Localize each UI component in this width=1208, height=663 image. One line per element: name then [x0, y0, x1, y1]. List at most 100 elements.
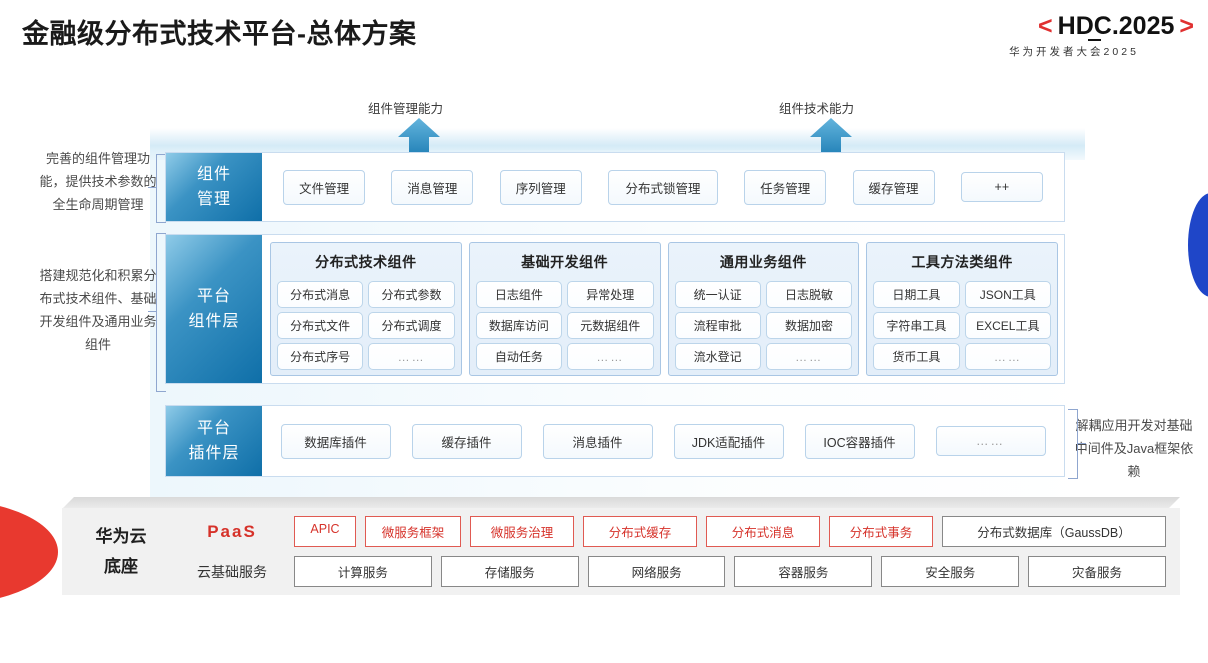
paas-item-distributed-cache[interactable]: 分布式缓存 [583, 516, 697, 547]
chip-message-management[interactable]: 消息管理 [391, 169, 474, 205]
layer-body-component-management: 文件管理 消息管理 序列管理 分布式锁管理 任务管理 缓存管理 ++ [262, 153, 1064, 221]
cell-metadata-component[interactable]: 元数据组件 [567, 312, 654, 339]
cell-process-approval[interactable]: 流程审批 [674, 312, 761, 339]
cloud-basic-services-row: 云基础服务 计算服务 存储服务 网络服务 容器服务 安全服务 灾备服务 [180, 556, 1166, 587]
hdc-bracket-left-icon: < [1038, 12, 1053, 40]
paas-item-microservice-governance[interactable]: 微服务治理 [470, 516, 574, 547]
layer-label-line1: 平台 [196, 420, 231, 437]
cell-distributed-file[interactable]: 分布式文件 [277, 312, 364, 339]
cell-distributed-parameter[interactable]: 分布式参数 [368, 281, 455, 308]
chip-cache-management[interactable]: 缓存管理 [852, 169, 935, 205]
cell-distributed-message[interactable]: 分布式消息 [277, 281, 364, 308]
chip-ioc-container-plugin[interactable]: IOC容器插件 [804, 423, 915, 459]
layer-platform-component: 平台 组件层 分布式技术组件 分布式消息 分布式参数 分布式文件 分布式调度 分… [165, 234, 1065, 384]
group-basic-development-components: 基础开发组件 日志组件 异常处理 数据库访问 元数据组件 自动任务 …… [468, 242, 661, 376]
chip-message-plugin[interactable]: 消息插件 [542, 423, 653, 459]
cell-distributed-sequence[interactable]: 分布式序号 [277, 343, 364, 370]
bracket-left-platform-components [156, 233, 166, 392]
layer-label-line2: 插件层 [188, 445, 240, 462]
chip-file-management[interactable]: 文件管理 [283, 169, 366, 205]
cell-transaction-registry[interactable]: 流水登记 [674, 343, 761, 370]
huawei-cloud-base-title: 华为云 底座 [62, 522, 180, 582]
layer-label-line1: 组件 [196, 166, 231, 183]
group-title: 通用业务组件 [719, 254, 807, 270]
cell-date-tool[interactable]: 日期工具 [873, 281, 960, 308]
chip-list-component-management: 文件管理 消息管理 序列管理 分布式锁管理 任务管理 缓存管理 ++ [262, 169, 1064, 205]
cloud-service-network[interactable]: 网络服务 [587, 556, 726, 587]
page-title: 金融级分布式技术平台-总体方案 [22, 19, 417, 49]
bracket-tick-platform-components [148, 311, 157, 313]
paas-item-microservice-framework[interactable]: 微服务框架 [365, 516, 461, 547]
chip-distributed-lock-management[interactable]: 分布式锁管理 [607, 169, 718, 205]
cell-json-tool[interactable]: JSON工具 [964, 281, 1051, 308]
chip-sequence-management[interactable]: 序列管理 [499, 169, 582, 205]
up-arrow-icon-component-technology [810, 118, 852, 166]
hdc-logo-text: HDC.2025 [1057, 12, 1175, 41]
cell-log-desensitization[interactable]: 日志脱敏 [765, 281, 853, 308]
huawei-cloud-base-title-line1: 华为云 [95, 526, 147, 546]
red-wedge-decoration [0, 500, 58, 604]
paas-row-label: PaaS [207, 521, 257, 541]
layer-label-line2: 管理 [196, 191, 231, 208]
hdc-logo-subtitle: 华为开发者大会2025 [1009, 46, 1139, 58]
cell-data-encryption[interactable]: 数据加密 [765, 312, 853, 339]
cloud-service-security[interactable]: 安全服务 [881, 556, 1020, 587]
cell-excel-tool[interactable]: EXCEL工具 [964, 312, 1051, 339]
layer-label-component-management: 组件 管理 [166, 153, 262, 221]
cell-more[interactable]: …… [964, 343, 1051, 370]
cloud-basic-services-label: 云基础服务 [197, 563, 267, 580]
paas-item-distributed-message[interactable]: 分布式消息 [706, 516, 820, 547]
arrow-label-component-technology: 组件技术能力 [779, 102, 855, 116]
paas-item-distributed-transaction[interactable]: 分布式事务 [829, 516, 933, 547]
cell-more[interactable]: …… [765, 343, 853, 370]
chip-cache-plugin[interactable]: 缓存插件 [411, 423, 522, 459]
layer-component-management: 组件 管理 文件管理 消息管理 序列管理 分布式锁管理 任务管理 缓存管理 ++ [165, 152, 1065, 222]
cell-database-access[interactable]: 数据库访问 [475, 312, 563, 339]
cell-exception-handling[interactable]: 异常处理 [567, 281, 654, 308]
blue-circle-decoration [1188, 193, 1208, 297]
bracket-left-component-management [156, 154, 166, 223]
cloud-service-storage[interactable]: 存储服务 [440, 556, 579, 587]
cell-unified-authentication[interactable]: 统一认证 [674, 281, 761, 308]
paas-item-list: APIC 微服务框架 微服务治理 分布式缓存 分布式消息 分布式事务 分布式数据… [294, 516, 1166, 547]
chip-database-plugin[interactable]: 数据库插件 [280, 423, 391, 459]
huawei-cloud-base-title-line2: 底座 [104, 556, 138, 576]
group-tool-method-components: 工具方法类组件 日期工具 JSON工具 字符串工具 EXCEL工具 货币工具 …… [866, 242, 1058, 376]
group-title: 基础开发组件 [521, 254, 609, 270]
cell-more[interactable]: …… [567, 343, 654, 370]
cloud-service-container[interactable]: 容器服务 [734, 556, 873, 587]
cell-distributed-schedule[interactable]: 分布式调度 [368, 312, 455, 339]
group-grid: 分布式消息 分布式参数 分布式文件 分布式调度 分布式序号 …… [277, 281, 455, 370]
layer-platform-plugin: 平台 插件层 数据库插件 缓存插件 消息插件 JDK适配插件 IOC容器插件 …… [165, 405, 1065, 477]
cell-string-tool[interactable]: 字符串工具 [873, 312, 960, 339]
chip-more[interactable]: …… [935, 426, 1046, 456]
layer-label-platform-plugin: 平台 插件层 [166, 406, 262, 476]
chip-jdk-adapter-plugin[interactable]: JDK适配插件 [673, 423, 784, 459]
paas-item-apic[interactable]: APIC [294, 516, 356, 547]
bracket-tick-plugin-layer [1077, 443, 1086, 445]
cloud-service-disaster-recovery[interactable]: 灾备服务 [1028, 556, 1166, 587]
cell-automatic-task[interactable]: 自动任务 [475, 343, 563, 370]
paas-item-distributed-database[interactable]: 分布式数据库（GaussDB） [942, 516, 1166, 547]
bottom-platform-bevel [62, 497, 1180, 509]
group-title: 分布式技术组件 [315, 254, 417, 270]
group-general-business-components: 通用业务组件 统一认证 日志脱敏 流程审批 数据加密 流水登记 …… [667, 242, 860, 376]
paas-row: PaaS APIC 微服务框架 微服务治理 分布式缓存 分布式消息 分布式事务 … [180, 516, 1166, 547]
group-title: 工具方法类组件 [911, 254, 1013, 270]
layer-body-platform-component: 分布式技术组件 分布式消息 分布式参数 分布式文件 分布式调度 分布式序号 ……… [262, 235, 1064, 383]
cloud-service-list: 计算服务 存储服务 网络服务 容器服务 安全服务 灾备服务 [294, 556, 1166, 587]
chip-task-management[interactable]: 任务管理 [744, 169, 827, 205]
cell-more[interactable]: …… [368, 343, 455, 370]
layer-body-platform-plugin: 数据库插件 缓存插件 消息插件 JDK适配插件 IOC容器插件 …… [262, 406, 1064, 476]
layer-label-platform-component: 平台 组件层 [166, 235, 262, 383]
cell-log-component[interactable]: 日志组件 [475, 281, 563, 308]
cell-currency-tool[interactable]: 货币工具 [873, 343, 960, 370]
cloud-service-compute[interactable]: 计算服务 [294, 556, 432, 587]
layer-label-line2: 组件层 [188, 313, 240, 330]
side-note-platform-components: 搭建规范化和积累分布式技术组件、基础开发组件及通用业务组件 [39, 268, 157, 352]
group-distributed-technology-components: 分布式技术组件 分布式消息 分布式参数 分布式文件 分布式调度 分布式序号 …… [270, 242, 462, 376]
hdc-logo-main: < HDC.2025 > [964, 12, 1194, 41]
hdc-bracket-right-icon: > [1179, 12, 1194, 40]
chip-add-more[interactable]: ++ [960, 172, 1043, 202]
huawei-cloud-base-panel: 华为云 底座 PaaS APIC 微服务框架 微服务治理 分布式缓存 分布式消息… [62, 508, 1180, 595]
